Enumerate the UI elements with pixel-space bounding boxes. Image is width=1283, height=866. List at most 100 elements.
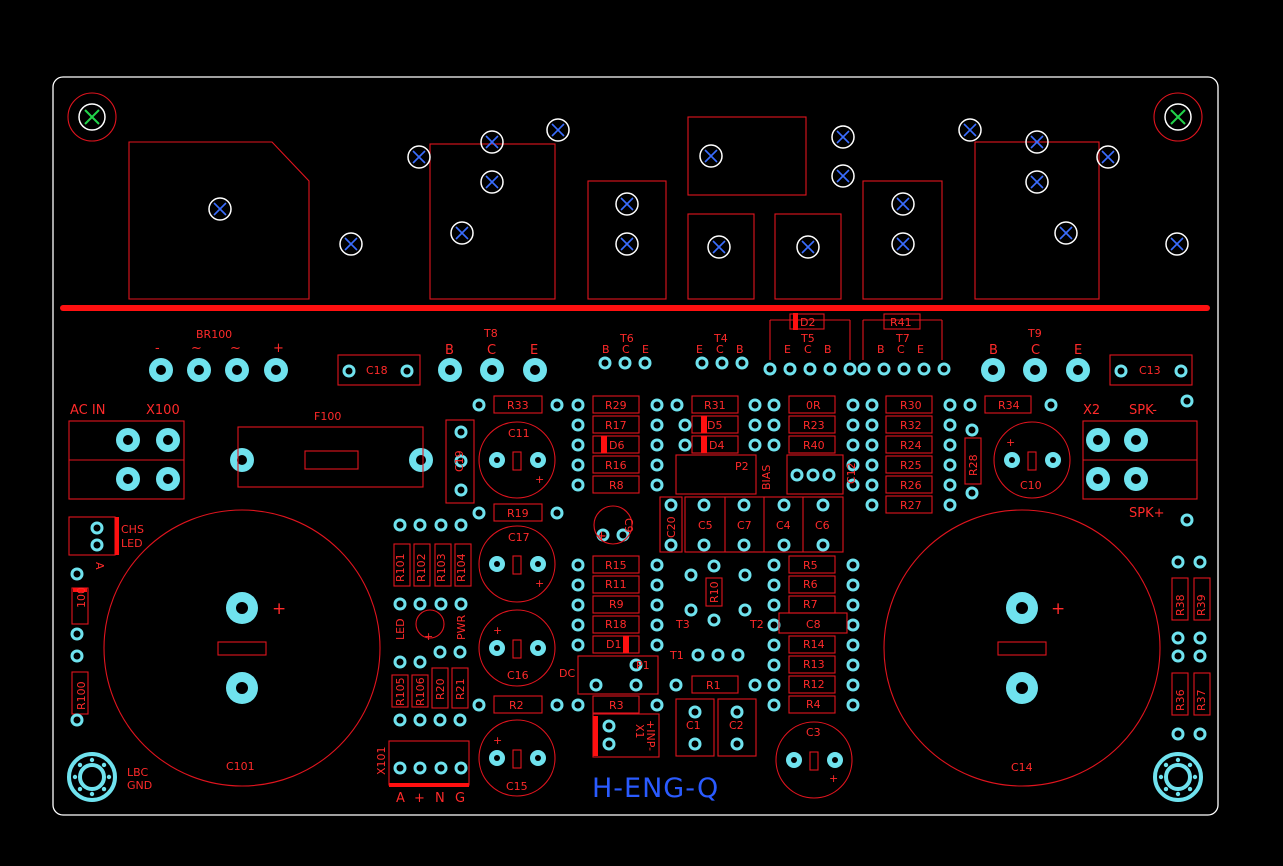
label-c17: C17 bbox=[508, 531, 530, 544]
resistor-body bbox=[788, 655, 836, 674]
pad bbox=[777, 538, 791, 552]
label-br100: BR100 bbox=[196, 328, 232, 341]
label-c20: C20 bbox=[665, 516, 678, 538]
label-c5: C5 bbox=[698, 519, 713, 532]
pad bbox=[571, 578, 585, 592]
pad bbox=[943, 398, 957, 412]
pad bbox=[571, 638, 585, 652]
pad bbox=[965, 423, 979, 437]
pad bbox=[688, 705, 702, 719]
pad bbox=[943, 498, 957, 512]
pad bbox=[1193, 555, 1207, 569]
pad bbox=[937, 362, 951, 376]
pad-hole bbox=[1016, 682, 1028, 694]
pad bbox=[453, 645, 467, 659]
pad bbox=[393, 597, 407, 611]
pad bbox=[816, 538, 830, 552]
polarity-markers bbox=[73, 313, 798, 787]
pad-hole bbox=[535, 561, 541, 567]
pad bbox=[1044, 398, 1058, 412]
pad bbox=[684, 568, 698, 582]
via bbox=[831, 164, 855, 188]
resistor-body bbox=[1171, 577, 1189, 621]
resistor-body bbox=[431, 667, 449, 709]
label-r21: R21 bbox=[454, 678, 467, 700]
pad bbox=[711, 648, 725, 662]
pad bbox=[1180, 513, 1194, 527]
heatsink-line bbox=[60, 305, 1210, 311]
label-r29: R29 bbox=[605, 399, 627, 412]
label-plus-c15: + bbox=[493, 734, 502, 747]
pad-hole bbox=[123, 435, 133, 445]
label-r28: R28 bbox=[967, 454, 980, 476]
label-r105: R105 bbox=[394, 677, 407, 706]
pad bbox=[550, 398, 564, 412]
label-r40: R40 bbox=[803, 439, 825, 452]
pad bbox=[472, 398, 486, 412]
ring-dot bbox=[77, 786, 83, 792]
pad-hole bbox=[1131, 435, 1141, 445]
via bbox=[1096, 145, 1120, 169]
label-c15: C15 bbox=[506, 780, 528, 793]
pad bbox=[571, 398, 585, 412]
pad bbox=[846, 618, 860, 632]
pad bbox=[433, 713, 447, 727]
resistor-body bbox=[411, 674, 429, 708]
label-x1: X1 bbox=[633, 724, 646, 739]
pad-hole bbox=[1073, 365, 1083, 375]
pad bbox=[846, 438, 860, 452]
label-gnd: GND bbox=[127, 779, 152, 792]
pad bbox=[70, 713, 84, 727]
label-br-ac2: ~ bbox=[230, 341, 241, 356]
pad bbox=[1114, 364, 1128, 378]
pad bbox=[748, 438, 762, 452]
label-c13: C13 bbox=[1139, 364, 1161, 377]
pad bbox=[777, 498, 791, 512]
label-plus-c101: + bbox=[272, 599, 286, 619]
pad-hole bbox=[1050, 457, 1056, 463]
label-t5-b: B bbox=[824, 343, 832, 356]
capacitor-outlines bbox=[103, 421, 1161, 799]
label-t9-b: B bbox=[989, 343, 998, 358]
pad bbox=[571, 618, 585, 632]
pad bbox=[1193, 649, 1207, 663]
pad bbox=[454, 761, 468, 775]
label-r8: R8 bbox=[609, 479, 624, 492]
label-c3: C3 bbox=[806, 726, 821, 739]
resistor-body bbox=[1193, 672, 1211, 716]
pad bbox=[571, 598, 585, 612]
label-br-plus: + bbox=[273, 341, 284, 356]
resistor-body bbox=[454, 543, 472, 587]
pad bbox=[433, 645, 447, 659]
resistor-outlines bbox=[71, 395, 1211, 716]
pad bbox=[846, 478, 860, 492]
resistor-body bbox=[1171, 672, 1189, 716]
via bbox=[707, 235, 731, 259]
label-t4-e: E bbox=[696, 343, 703, 356]
label-a: A bbox=[93, 562, 106, 570]
pad-hole bbox=[232, 365, 242, 375]
pad bbox=[1174, 364, 1188, 378]
label-t8-e: E bbox=[530, 343, 538, 358]
pad bbox=[897, 362, 911, 376]
pad bbox=[454, 454, 468, 468]
resistor-body bbox=[493, 503, 543, 522]
resistor-body bbox=[788, 675, 836, 694]
ring-dot bbox=[72, 774, 78, 780]
label-d5: D5 bbox=[707, 419, 722, 432]
pad bbox=[550, 698, 564, 712]
pad bbox=[472, 506, 486, 520]
pad bbox=[629, 658, 643, 672]
label-t8-c: C bbox=[487, 343, 496, 358]
label-br-minus: - bbox=[155, 341, 160, 356]
resistor-body bbox=[788, 695, 836, 714]
label-t7-c: C bbox=[897, 343, 905, 356]
ring-dot bbox=[1192, 774, 1198, 780]
pad bbox=[943, 438, 957, 452]
pad bbox=[571, 458, 585, 472]
label-r33: R33 bbox=[507, 399, 529, 412]
label-r34: R34 bbox=[998, 399, 1020, 412]
pad bbox=[571, 558, 585, 572]
pad bbox=[748, 398, 762, 412]
resistor-body bbox=[592, 475, 640, 494]
